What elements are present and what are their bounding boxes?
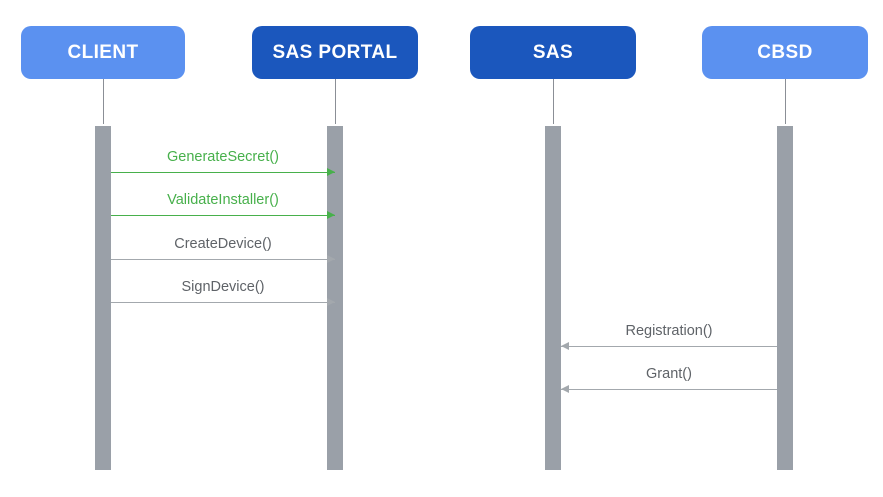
- arrowhead-right-icon: [327, 254, 335, 263]
- message-line-validate-installer: [111, 215, 335, 216]
- participant-box-sas[interactable]: SAS: [470, 26, 636, 79]
- arrowhead-left-icon: [561, 384, 569, 393]
- message-label-registration: Registration(): [625, 323, 713, 340]
- message-line-registration: [561, 346, 777, 347]
- message-label-generate-secret: GenerateSecret(): [166, 149, 280, 166]
- message-label-create-device: CreateDevice(): [174, 236, 272, 253]
- message-line-grant: [561, 389, 777, 390]
- arrowhead-right-icon: [327, 210, 335, 219]
- message-label-validate-installer: ValidateInstaller(): [167, 192, 279, 209]
- lifeline-client: [103, 79, 104, 126]
- participant-label-cbsd: CBSD: [757, 41, 813, 63]
- arrowhead-left-icon: [561, 341, 569, 350]
- activation-bar-client: [95, 126, 111, 470]
- participant-box-cbsd[interactable]: CBSD: [702, 26, 868, 79]
- message-line-sign-device: [111, 302, 335, 303]
- arrowhead-right-icon: [327, 167, 335, 176]
- participant-label-client: CLIENT: [67, 41, 139, 63]
- participant-label-sas-portal: SAS PORTAL: [272, 41, 398, 63]
- arrowhead-right-icon: [327, 297, 335, 306]
- activation-bar-cbsd: [777, 126, 793, 470]
- participant-box-client[interactable]: CLIENT: [21, 26, 185, 79]
- message-line-create-device: [111, 259, 335, 260]
- lifeline-sas-portal: [335, 79, 336, 126]
- lifeline-sas: [553, 79, 554, 126]
- participant-box-sas-portal[interactable]: SAS PORTAL: [252, 26, 418, 79]
- activation-bar-sas: [545, 126, 561, 470]
- lifeline-cbsd: [785, 79, 786, 126]
- message-line-generate-secret: [111, 172, 335, 173]
- message-label-grant: Grant(): [646, 366, 692, 383]
- participant-label-sas: SAS: [532, 41, 574, 63]
- message-label-sign-device: SignDevice(): [181, 279, 265, 296]
